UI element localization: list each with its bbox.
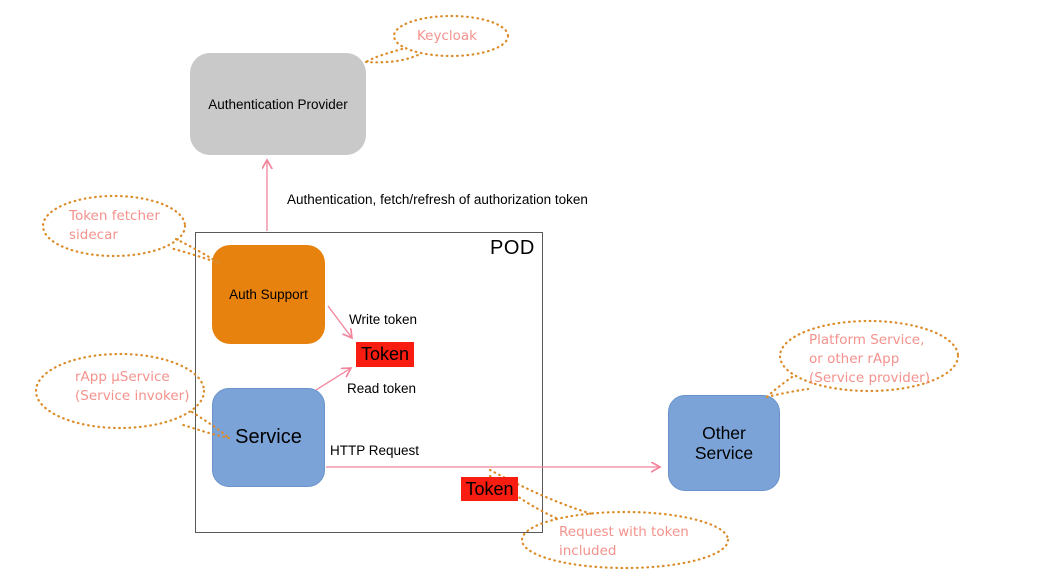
pod-label: POD <box>490 237 535 259</box>
read-token-label: Read token <box>347 381 417 396</box>
callout-request-with-token-text: Request with token included <box>559 524 689 559</box>
callout-platform-text: Platform Service, or other rApp (Service… <box>809 332 930 386</box>
node-other-service: Other Service <box>668 395 780 491</box>
callout-rapp-text: rApp µService (Service invoker) <box>75 369 190 404</box>
node-service: Service <box>212 388 325 487</box>
callout-keycloak-text: Keycloak <box>417 28 477 44</box>
token-store-highlight: Token <box>356 342 414 367</box>
write-token-label: Write token <box>349 312 418 327</box>
http-request-label: HTTP Request <box>330 443 420 458</box>
node-authentication-provider: Authentication Provider <box>190 53 366 155</box>
callout-token-fetcher-text: Token fetcher sidecar <box>69 208 160 243</box>
auth-flow-label: Authentication, fetch/refresh of authori… <box>287 192 588 207</box>
token-on-request-highlight: Token <box>461 477 518 501</box>
node-auth-support: Auth Support <box>212 245 325 344</box>
